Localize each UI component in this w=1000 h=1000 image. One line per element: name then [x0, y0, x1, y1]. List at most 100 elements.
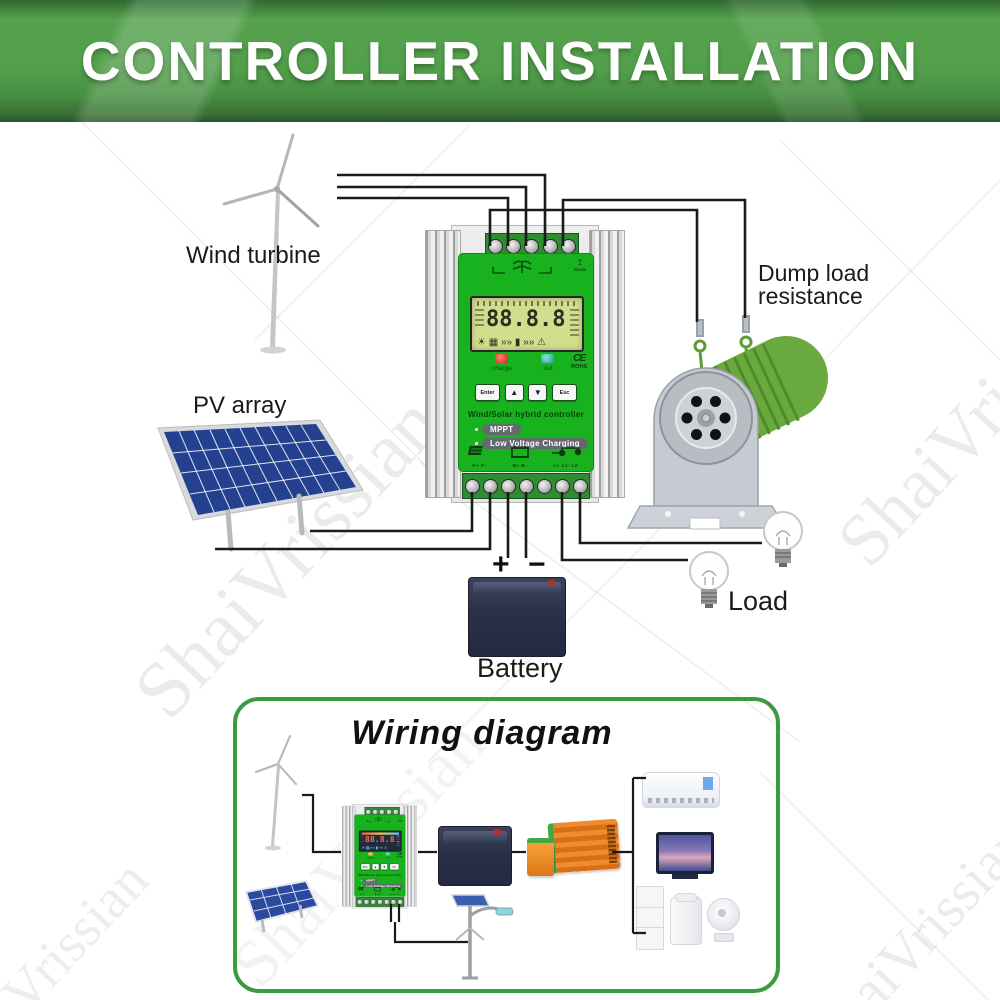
- controller-title: Wind/Solar hybrid controller: [468, 410, 584, 419]
- esc-button[interactable]: Esc: [389, 863, 399, 870]
- controller-title: Wind/Solar hybrid controller: [358, 873, 402, 877]
- lcd-value: 88.8.8: [364, 834, 395, 845]
- enter-button[interactable]: Enter: [360, 863, 371, 870]
- lcd-segment-column: [360, 835, 365, 843]
- wiring-diagram-box: [233, 697, 780, 993]
- bullet-icon: [475, 428, 478, 431]
- heatsink-left: [425, 230, 461, 498]
- fan-base: [714, 933, 734, 942]
- rs485-port: ↥ RS485: [397, 817, 403, 822]
- certification-marks: CE ROHS: [397, 852, 403, 858]
- lamp-icons: [551, 447, 581, 457]
- wiring-diagram-title: Wiring diagram: [0, 714, 1000, 753]
- brand-turbine-logo: [492, 260, 552, 274]
- ac-vent: [648, 798, 714, 803]
- pv-terminal-label: P+ P-: [472, 463, 487, 468]
- charge-led-label: charge: [492, 365, 512, 372]
- rs485-label: RS485: [573, 267, 587, 272]
- button-row: Enter ▲ ▼ Esc: [459, 384, 593, 401]
- antenna-icon: ↥: [576, 258, 584, 267]
- battery-terminal-label: B+ B-: [374, 893, 381, 896]
- page-title: CONTROLLER INSTALLATION: [80, 30, 920, 92]
- terminal-screw: [542, 238, 558, 254]
- brand-row: ↥ RS485: [459, 257, 593, 279]
- load-terminal-group: L+ L1- L2-: [550, 445, 584, 468]
- fan-hub: [718, 909, 726, 917]
- ce-mark: CE: [397, 852, 403, 857]
- pv-terminal-group: P+ P-: [358, 886, 366, 895]
- mini-controller: ↥ RS485 88.8.8 ☀ ▦ »» ▮ »» ⚠ charge out …: [342, 804, 417, 909]
- terminal-icon-row: P+ P- B+ B- L+ L1- L2-: [355, 886, 405, 896]
- heatsink-right: [589, 230, 625, 498]
- terminal-screw: [561, 238, 577, 254]
- low-voltage-badge: Low Voltage Charging: [363, 883, 404, 888]
- mppt-badge: MPPT: [363, 878, 379, 883]
- terminal-screw: [482, 478, 498, 494]
- electric-fan: [706, 898, 740, 942]
- terminal-screw: [363, 899, 370, 905]
- header-banner: CONTROLLER INSTALLATION: [0, 0, 1000, 122]
- battery-terminal-group: B+ B-: [509, 445, 531, 468]
- lcd-segment-row: [477, 301, 577, 306]
- esc-button[interactable]: Esc: [551, 384, 577, 401]
- battery-terminal-label: B+ B-: [512, 463, 528, 468]
- controller-slot: ↥ RS485 88.8.8 ☀ ▦ »» ▮ »» ⚠ charge out …: [425, 225, 625, 503]
- rs485-port: ↥ RS485: [572, 258, 588, 273]
- charge-led: [368, 852, 374, 856]
- wind-turbine-label: Wind turbine: [186, 242, 321, 269]
- terminal-screw: [464, 478, 480, 494]
- watermark-text: ShaiVrissian: [794, 809, 1000, 1000]
- load-terminal-label: L+ L1- L2-: [553, 463, 580, 468]
- load-bulb-icon: [763, 511, 803, 567]
- solar-panel-icon: [358, 886, 364, 891]
- tv-stand: [672, 874, 698, 879]
- load-terminal-group: L+ L1- L2-: [389, 887, 402, 895]
- down-button[interactable]: ▼: [528, 384, 548, 401]
- lcd-status-icons: ☀ ▦ »» ▮ »» ⚠: [477, 337, 547, 348]
- brand-turbine-logo: [367, 817, 390, 823]
- terminal-screw: [518, 478, 534, 494]
- charge-led-label: charge: [367, 856, 375, 860]
- lamp-icons: [389, 887, 401, 891]
- terminal-screw: [500, 478, 516, 494]
- dump-load-label-line2: resistance: [758, 283, 863, 309]
- dump-load-label-line1: Dump load: [758, 260, 870, 286]
- rohs-mark: ROHS: [571, 364, 587, 370]
- mppt-badge: MPPT: [482, 424, 522, 435]
- terminal-icon-row: P+ P- B+ B- L+ L1- L2-: [459, 445, 593, 468]
- down-button[interactable]: ▼: [380, 863, 388, 870]
- battery-terminal-group: B+ B-: [373, 886, 381, 896]
- enter-button[interactable]: Enter: [475, 384, 500, 401]
- bullet-icon: [475, 442, 478, 445]
- mppt-badge-row: MPPT: [475, 424, 522, 435]
- lcd-segment-column: [396, 835, 400, 847]
- load-bulb-icon: [689, 551, 729, 608]
- terminal-screw: [554, 478, 570, 494]
- battery-icon: [511, 446, 529, 458]
- low-voltage-badge-row: Low Voltage Charging: [475, 438, 588, 449]
- battery-negative-sign: −: [528, 548, 546, 581]
- charge-led: [495, 354, 508, 363]
- inverter-large: [547, 818, 621, 874]
- pv-array-icon: [157, 419, 364, 552]
- solar-panel-icon: [468, 446, 484, 455]
- terminal-block-bottom: [355, 897, 404, 907]
- lcd-status-icons: ☀ ▦ »» ▮ »» ⚠: [361, 846, 388, 851]
- lcd-segment-column: [475, 309, 484, 327]
- up-button[interactable]: ▲: [504, 384, 524, 401]
- led-row: charge out CE ROHS: [355, 852, 405, 860]
- ac-sticker: [703, 777, 713, 790]
- terminal-screw: [377, 899, 383, 905]
- led-row: charge out CE ROHS: [459, 354, 593, 376]
- rs485-label: RS485: [397, 819, 403, 822]
- bullet-icon: [360, 880, 362, 882]
- battery-label: Battery: [477, 653, 563, 683]
- pv-terminal-group: P+ P-: [468, 445, 490, 468]
- certification-marks: CE ROHS: [571, 354, 587, 371]
- out-led: [385, 852, 391, 856]
- lcd-display: 88.8.8 ☀ ▦ »» ▮ »» ⚠: [358, 830, 402, 852]
- terminal-screw: [536, 478, 552, 494]
- mppt-badge-row: MPPT: [360, 878, 379, 883]
- up-button[interactable]: ▲: [371, 863, 379, 870]
- low-voltage-badge-row: Low Voltage Charging: [360, 883, 404, 888]
